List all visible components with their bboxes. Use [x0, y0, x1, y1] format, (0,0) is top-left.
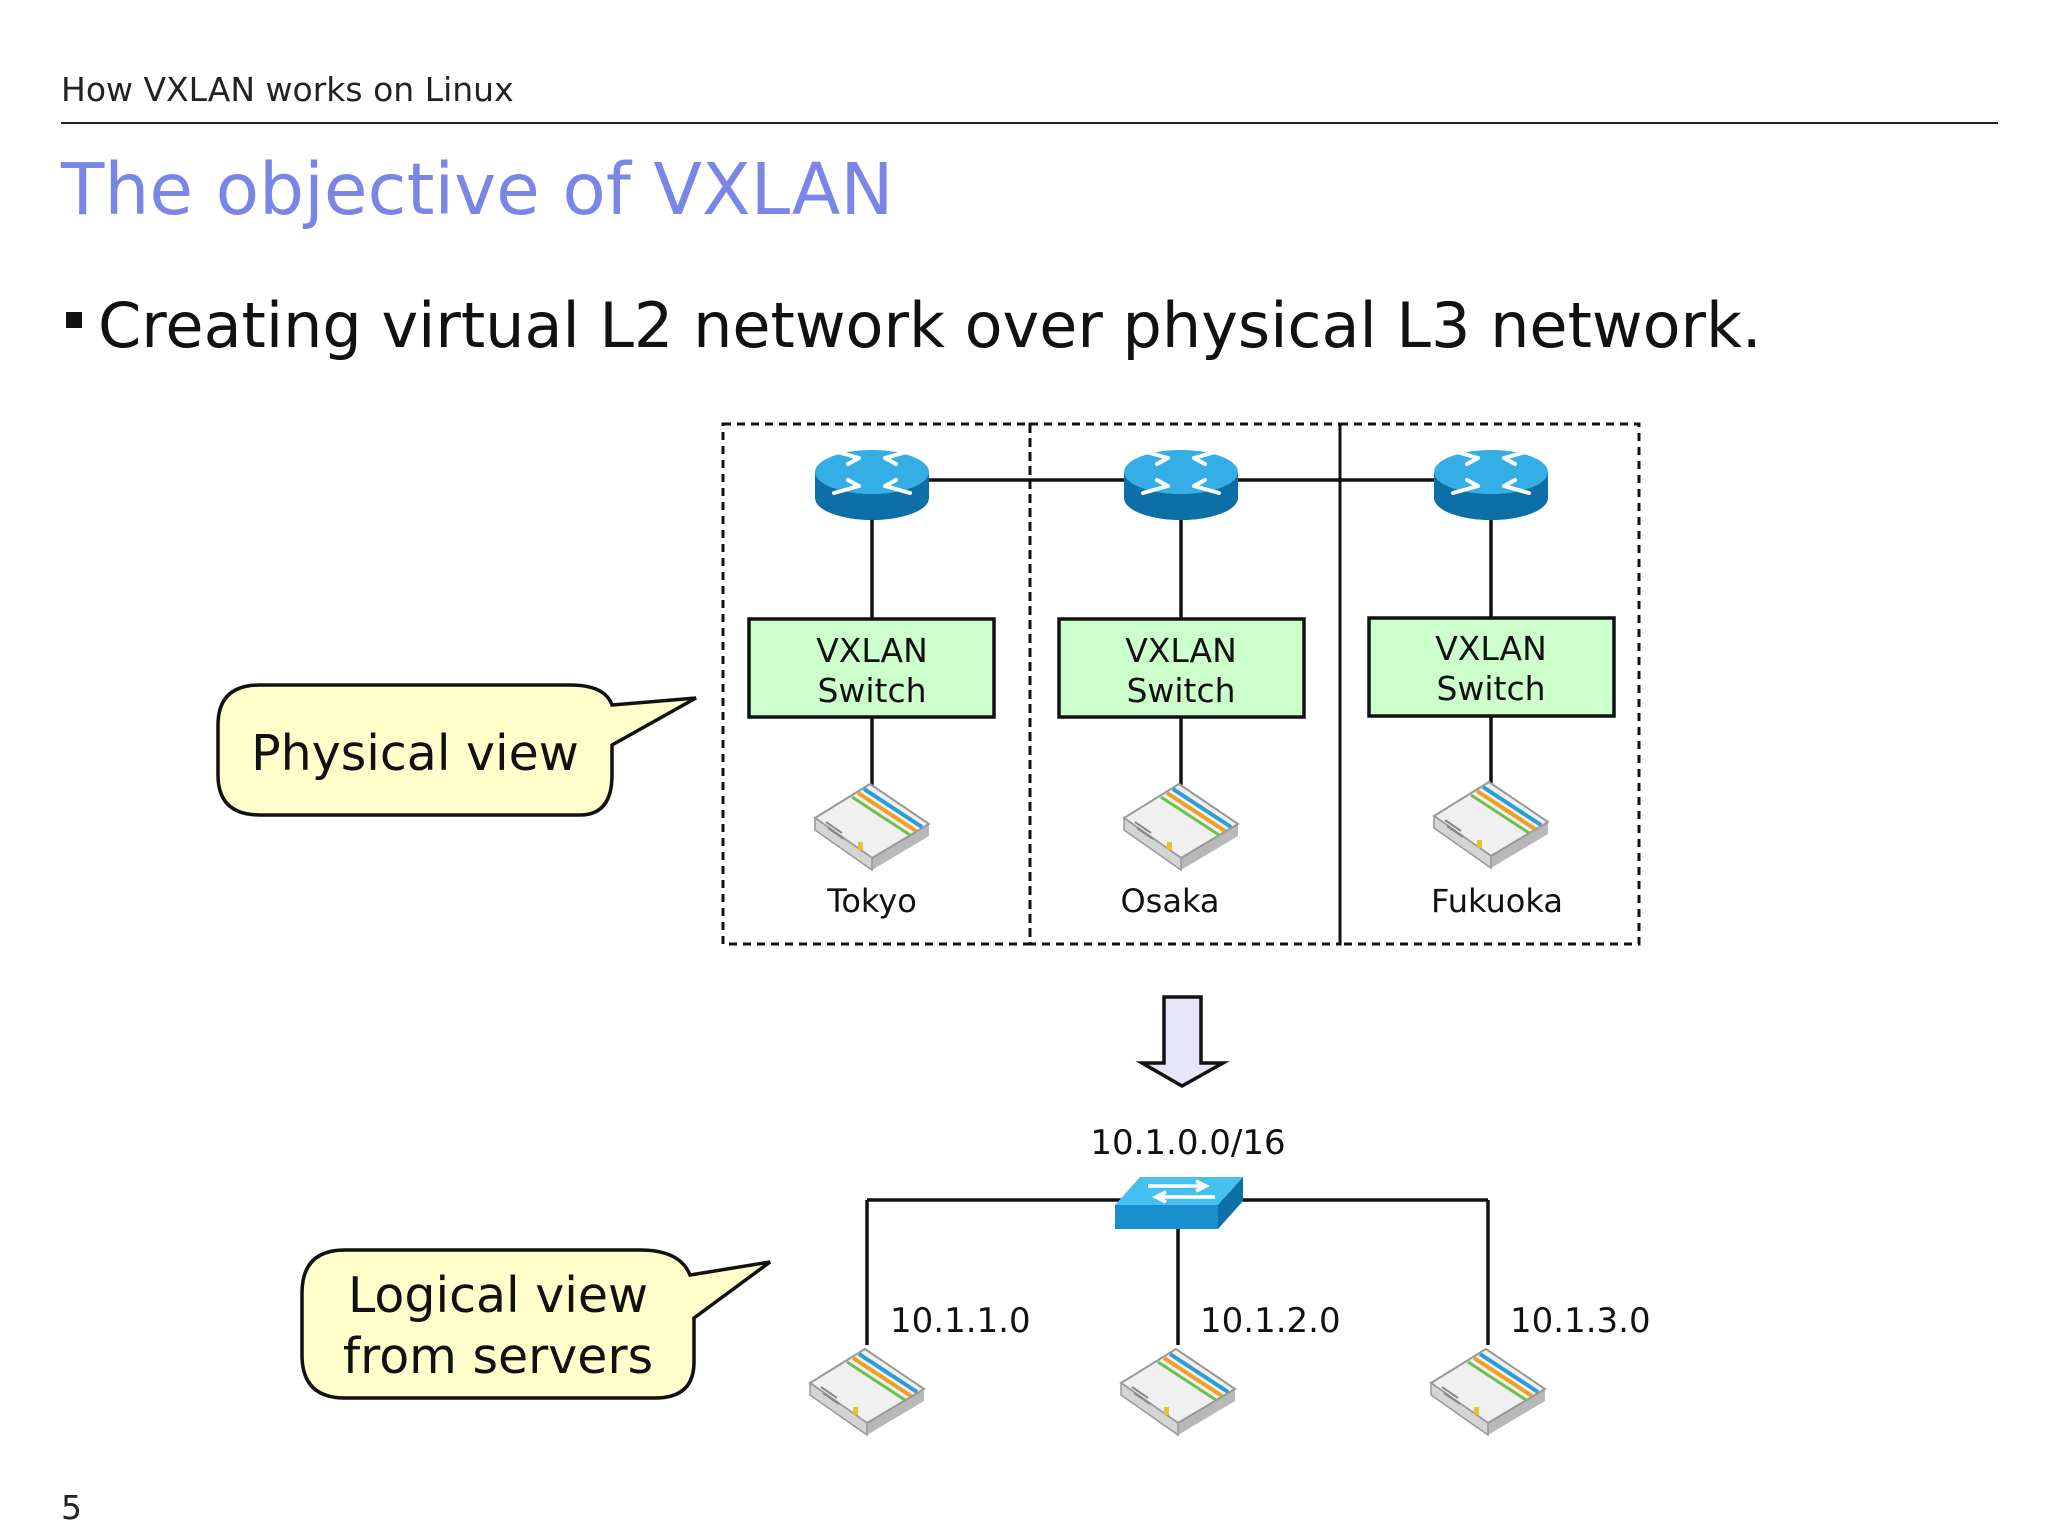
site-frame-osaka [1028, 422, 1342, 946]
page-number: 5 [61, 1488, 82, 1527]
bullet-text: Creating virtual L2 network over physica… [98, 289, 1762, 362]
vxlan-switch-label: Switch [817, 671, 926, 710]
site-label-fukuoka: Fukuoka [1431, 882, 1563, 920]
logical-view-label: from servers [343, 1328, 653, 1385]
network-address-label: 10.1.0.0/16 [1090, 1123, 1285, 1163]
logical-view-callout: Logical view from servers [300, 1248, 772, 1400]
server-icon [808, 1347, 926, 1437]
server-icon [1122, 782, 1240, 872]
header-rule [61, 122, 1998, 124]
vxlan-switch-tokyo: VXLAN Switch [747, 617, 996, 719]
bullet-square-icon [66, 312, 82, 328]
router-icon [1122, 448, 1240, 522]
vxlan-switch-label: VXLAN [816, 631, 928, 670]
host-address-label: 10.1.2.0 [1200, 1301, 1341, 1341]
server-icon [813, 782, 931, 872]
logical-view-label: Logical view [348, 1267, 648, 1324]
server-icon [1429, 1347, 1547, 1437]
vxlan-switch-fukuoka: VXLAN Switch [1367, 616, 1616, 718]
router-icon [1432, 448, 1550, 522]
host-address-label: 10.1.1.0 [890, 1301, 1031, 1341]
vxlan-switch-label: Switch [1436, 669, 1545, 708]
physical-view-label: Physical view [251, 725, 579, 782]
l2-switch-icon [1115, 1177, 1243, 1229]
router-icon [813, 448, 931, 522]
server-icon [1119, 1347, 1237, 1437]
vxlan-switch-label: VXLAN [1435, 629, 1547, 668]
vxlan-switch-label: Switch [1126, 671, 1235, 710]
header-text: How VXLAN works on Linux [61, 70, 514, 109]
server-icon [1432, 780, 1550, 870]
vxlan-switch-osaka: VXLAN Switch [1057, 617, 1306, 719]
host-address-label: 10.1.3.0 [1510, 1301, 1651, 1341]
site-label-tokyo: Tokyo [826, 882, 917, 920]
vxlan-switch-label: VXLAN [1125, 631, 1237, 670]
slide-title: The objective of VXLAN [61, 148, 894, 231]
bullet-item: Creating virtual L2 network over physica… [66, 289, 1762, 362]
down-arrow-icon [1135, 995, 1230, 1089]
physical-view-callout: Physical view [216, 683, 697, 817]
site-label-osaka: Osaka [1120, 882, 1219, 920]
site-frame-fukuoka [1338, 422, 1641, 946]
